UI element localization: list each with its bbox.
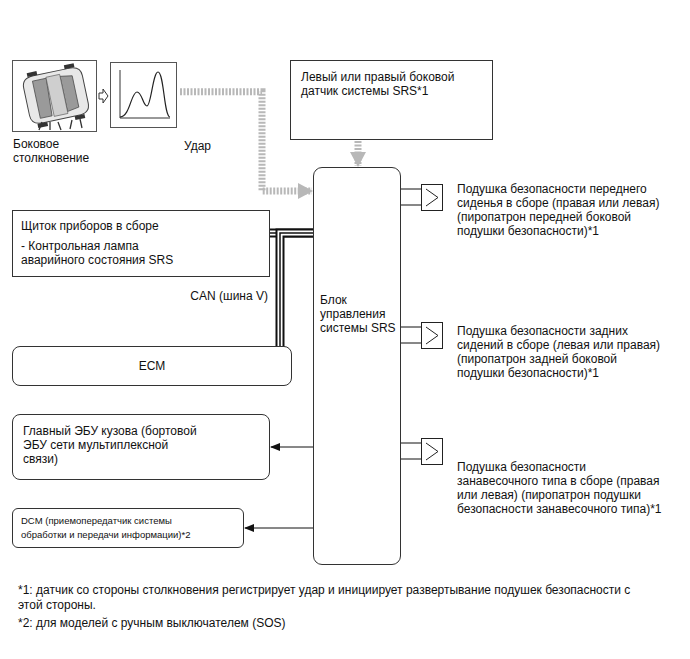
node-text: Главный ЭБУ кузова (бортовой ЭБУ сети му… <box>23 424 203 466</box>
node-text: Подушка безопасности переднего сиденья в… <box>457 182 667 238</box>
node-text: Удар <box>184 139 224 153</box>
connector <box>358 141 359 166</box>
connector <box>99 89 108 103</box>
node-text: Щиток приборов в сборе <box>21 219 181 233</box>
connector <box>280 233 313 346</box>
connector <box>401 327 421 343</box>
squib-outline <box>421 184 443 211</box>
node-text: Блок управления системы SRS <box>320 293 396 335</box>
squib-outline <box>421 438 443 465</box>
footnote: *2: для моделей с ручным выключателем (S… <box>18 616 658 631</box>
node-text: Левый или правый боковой датчик системы … <box>301 70 482 98</box>
illustration-frame: Боковое столкновение <box>12 60 97 132</box>
squib-symbol: Подушка безопасности переднего сиденья в… <box>421 184 443 211</box>
cluster-box: Щиток приборов в сборе - Контрольная ламп… <box>12 210 270 277</box>
ecu-box: Главный ЭБУ кузова (бортовой ЭБУ сети му… <box>12 414 270 480</box>
control-unit-box: Блок управления системы SRS <box>313 167 401 565</box>
node-text: Подушка безопасности занавесочного типа … <box>457 460 667 516</box>
connector <box>271 447 313 448</box>
node-text: DCM (приемопередатчик системы обработки … <box>21 514 196 542</box>
node-subtext: - Контрольная лампа аварийного состояния… <box>21 239 181 267</box>
squib-symbol: Подушка безопасности занавесочного типа … <box>421 438 443 465</box>
node-text: ECM <box>139 359 166 373</box>
node-text: Подушка безопасности задних сидений в сб… <box>457 324 667 380</box>
graph-frame: Удар <box>110 62 177 128</box>
connector <box>401 189 421 205</box>
sensor-box: Левый или правый боковой датчик системы … <box>290 60 493 140</box>
car-illustration <box>13 61 96 131</box>
footnote: *1: датчик со стороны столкновения регис… <box>18 583 658 613</box>
squib-symbol: Подушка безопасности задних сидений в сб… <box>421 322 443 349</box>
impact-graph <box>120 70 170 118</box>
connector <box>401 443 421 459</box>
connector <box>245 528 313 529</box>
dcm-box: DCM (приемопередатчик системы обработки … <box>12 508 244 548</box>
node-text: Боковое столкновение <box>13 137 113 165</box>
ecm-box: ECM <box>12 346 292 386</box>
bus-label: CAN (шина V) <box>188 289 270 303</box>
squib-outline <box>421 322 443 349</box>
